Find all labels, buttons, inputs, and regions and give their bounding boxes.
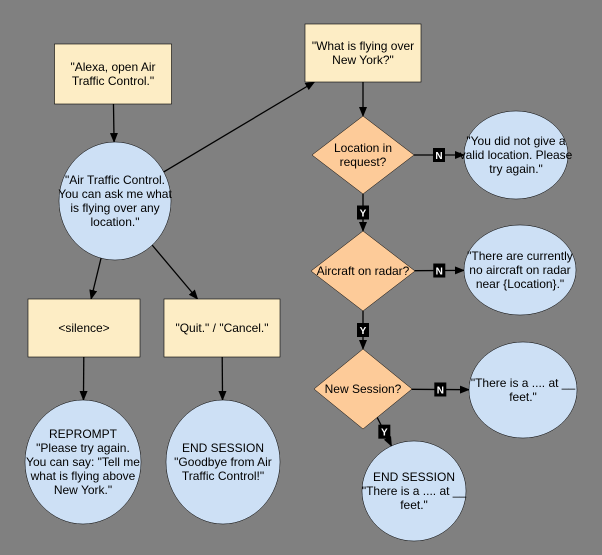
edge-welcome-to-query [163,81,316,173]
node-text-line: valid location. Please [460,148,573,162]
node-text-line: REPROMPT [49,427,118,441]
node-text-line: location." [91,215,140,229]
edge-welcome-to-silence [89,257,102,300]
node-text-line: request? [340,155,387,169]
node-text-line: near {Location}." [476,277,564,291]
edge-welcome-to-quit [151,244,199,300]
node-text-line: no aircraft on radar [469,263,570,277]
node-text-line: END SESSION [182,441,264,455]
node-newsession: New Session? [313,348,413,430]
edge-label-background [378,424,391,439]
response-ellipse [361,440,467,542]
decision-diamond [311,115,415,195]
edge-label-location-to-invalid: N [433,148,445,162]
process-box [27,298,141,358]
node-end2: END SESSION"There is a .... at __feet." [361,440,467,542]
node-text-line: "There are currently [467,249,573,263]
node-answer: "There is a .... at __feet." [468,341,578,439]
response-ellipse [58,141,172,261]
node-welcome: "Air Traffic Control.You can ask me what… [58,141,172,261]
node-radar: Aircraft on radar? [310,230,416,312]
process-box [163,298,281,358]
node-text-line: "Air Traffic Control. [65,173,165,187]
edge-labels-layer: N Y N Y N Y [357,148,447,439]
edge-label-text: Y [381,428,388,439]
edge-label-radar-to-noaircraft: N [433,263,446,278]
node-text-line: feet." [400,498,428,512]
node-text-line: New York." [54,483,112,497]
process-box [54,43,172,105]
response-ellipse [468,341,578,439]
edge-label-text: N [435,151,442,162]
node-text-line: "Goodbye from Air [174,455,272,469]
node-text-line: "There is a .... at __ [471,376,576,390]
node-text-line: what is flying above [30,469,136,483]
node-text-line: New Session? [325,382,402,396]
response-ellipse [165,399,281,525]
decision-diamond [313,348,413,430]
node-text-line: "Quit." / "Cancel." [175,321,268,335]
edge-label-background [433,263,446,278]
edge-label-background [433,148,445,162]
node-text-line: "You did not give a [466,134,566,148]
response-ellipse [463,110,569,200]
decision-diamond [310,230,416,312]
node-text-line: Location in [334,141,392,155]
node-text-line: You can ask me what [58,187,172,201]
edge-label-newsession-to-end2: Y [378,424,391,439]
edge-label-location-to-radar: Y [357,205,369,220]
edge-label-text: N [437,385,444,396]
node-text-line: feet." [509,390,537,404]
node-text-line: "Alexa, open Air [71,60,156,74]
response-ellipse [463,224,577,316]
edge-label-text: N [436,267,443,278]
edge-label-background [357,323,369,337]
node-text-line: "What is flying over [312,39,414,53]
node-text-line: Traffic Control." [72,74,154,88]
node-text-line: END SESSION [373,470,455,484]
node-text-line: "Please try again. [36,441,130,455]
edge-open-to-welcome [109,103,118,144]
node-text-line: Traffic Control!" [182,469,264,483]
edge-label-text: Y [360,326,367,337]
edge-label-radar-to-newsession: Y [357,323,369,337]
node-text-line: try again." [489,162,543,176]
edge-label-text: Y [360,209,367,220]
node-text-line: New York?" [332,53,394,67]
node-text-line: "There is a .... at __ [362,484,467,498]
node-text-line: is flying over any [70,201,159,215]
edges-layer [79,81,471,447]
edge-label-background [434,382,447,397]
node-text-line: <silence> [58,321,109,335]
process-box [304,23,422,83]
edge-label-newsession-to-answer: N [434,382,447,397]
node-silence: <silence> [27,298,141,358]
node-quit: "Quit." / "Cancel." [163,298,281,358]
response-ellipse [24,399,142,525]
node-reprompt: REPROMPT"Please try again.You can say: "… [24,399,142,525]
node-text-line: Aircraft on radar? [317,264,410,278]
edge-label-background [357,205,369,220]
node-text-line: You can say: "Tell me [26,455,140,469]
